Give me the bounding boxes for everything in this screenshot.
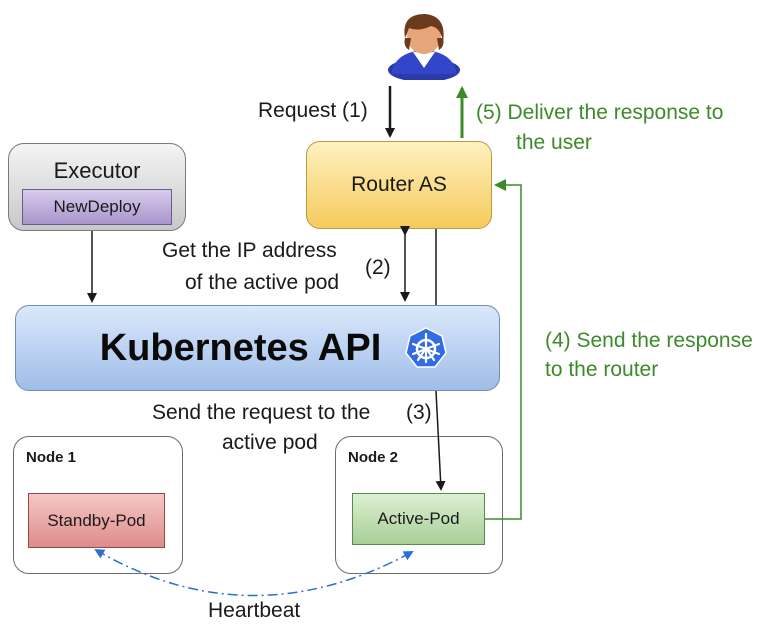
send-response-label-line2: to the router [545,358,659,381]
executor-label: Executor [53,158,141,183]
send-request-label-line1: Send the request to the [152,401,371,424]
newdeploy-box: NewDeploy [22,189,172,225]
router-as-label: Router AS [351,173,447,196]
get-ip-label-line2: of the active pod [185,271,340,294]
newdeploy-label: NewDeploy [53,197,141,216]
active-pod-label: Active-Pod [377,509,460,528]
get-ip-label-line1: Get the IP address [162,239,337,262]
send-request-step-number: (3) [406,401,432,424]
active-pod-box: Active-Pod [352,493,485,545]
heartbeat-label: Heartbeat [208,599,301,622]
send-response-arrow [485,179,522,520]
node-2-label: Node 2 [348,449,399,466]
send-response-label-line1: (4) Send the response [545,329,753,352]
heartbeat-arrow [94,548,414,597]
standby-pod-box: Standby-Pod [28,493,165,548]
deliver-response-label-line1: (5) Deliver the response to [476,101,724,124]
request-label: Request (1) [258,99,368,122]
kubernetes-helm-icon [405,327,447,368]
standby-pod-label: Standby-Pod [47,510,146,530]
kubernetes-api-box: Kubernetes API [15,305,500,391]
get-ip-step-number: (2) [365,256,391,279]
node-1-label: Node 1 [26,449,77,466]
kubernetes-api-label: Kubernetes API [99,326,382,369]
send-request-label-line2: active pod [222,431,318,454]
user-avatar-icon [388,14,460,80]
deliver-response-label-line2: the user [516,131,592,154]
router-as-box: Router AS [306,141,492,229]
send-request-arrow [435,390,446,491]
